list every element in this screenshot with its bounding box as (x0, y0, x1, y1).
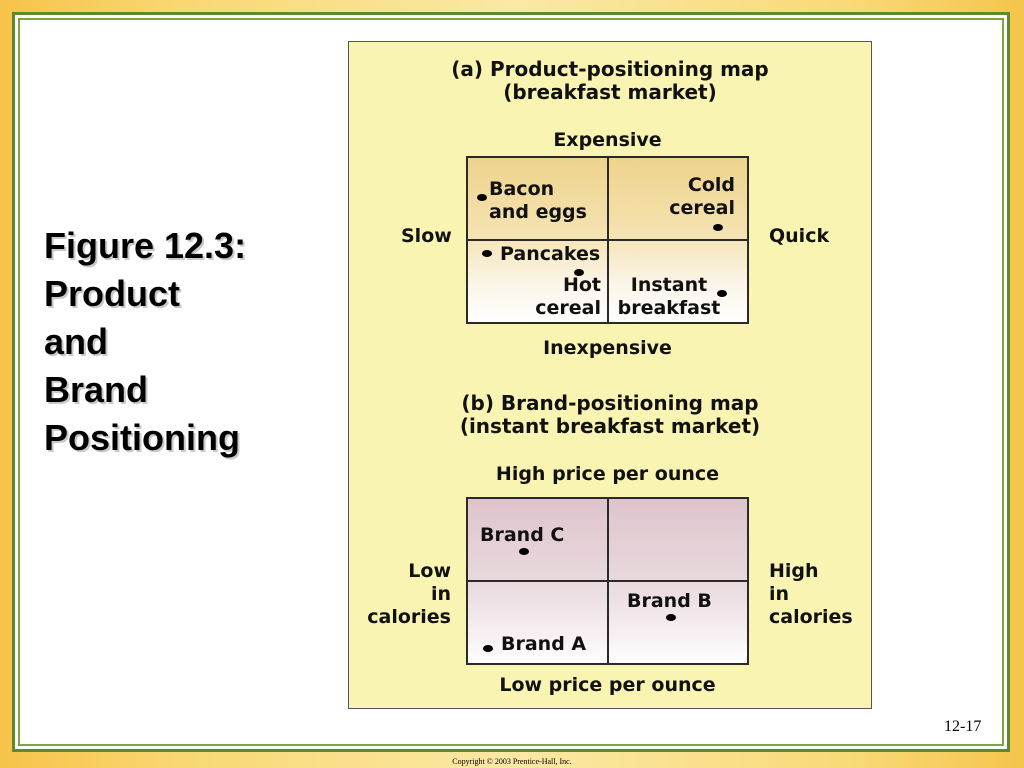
map-b-grid (466, 497, 749, 665)
map-a-axis-left: Slow (401, 225, 452, 247)
hot-cereal-dot (574, 269, 584, 276)
map-b-axis-left: Low in calories (367, 560, 451, 628)
map-a-grid (466, 156, 749, 324)
cold-cereal-dot (713, 224, 723, 231)
brand-a-label: Brand A (501, 633, 587, 655)
map-b-title: (b) Brand-positioning map (instant break… (459, 391, 761, 438)
map-b-horizontal-axis (468, 580, 747, 582)
slide-inner-border (18, 18, 1004, 746)
brand-c-dot (519, 548, 529, 555)
map-a-axis-bottom: Inexpensive (543, 337, 672, 359)
copyright-notice: Copyright © 2003 Prentice-Hall, Inc. (452, 757, 572, 766)
map-a-title: (a) Product-positioning map (breakfast m… (451, 57, 769, 104)
pancakes-label: Pancakes (500, 243, 601, 265)
bacon-and-eggs-dot (477, 194, 487, 201)
slide-title: Figure 12.3: Product and Brand Positioni… (44, 225, 247, 458)
hot-cereal-label: Hot cereal (535, 274, 601, 319)
map-a-horizontal-axis (468, 239, 747, 241)
brand-a-dot (483, 645, 493, 652)
map-a-axis-top: Expensive (553, 129, 662, 151)
instant-breakfast-dot (717, 290, 727, 297)
figure-panel: (a) Product-positioning map (breakfast m… (348, 41, 872, 709)
brand-b-label: Brand B (627, 590, 712, 612)
brand-c-label: Brand C (480, 524, 565, 546)
brand-b-dot (666, 614, 676, 621)
pancakes-dot (482, 250, 492, 257)
map-b-axis-right: High in calories (769, 560, 853, 628)
slide-number: 12-17 (944, 718, 982, 735)
map-b-axis-top: High price per ounce (495, 463, 720, 485)
map-a-axis-right: Quick (769, 225, 830, 247)
instant-breakfast-label: Instant breakfast (617, 274, 721, 319)
map-b-axis-bottom: Low price per ounce (499, 674, 716, 696)
bacon-and-eggs-label: Bacon and eggs (489, 178, 587, 223)
cold-cereal-label: Cold cereal (669, 174, 735, 219)
